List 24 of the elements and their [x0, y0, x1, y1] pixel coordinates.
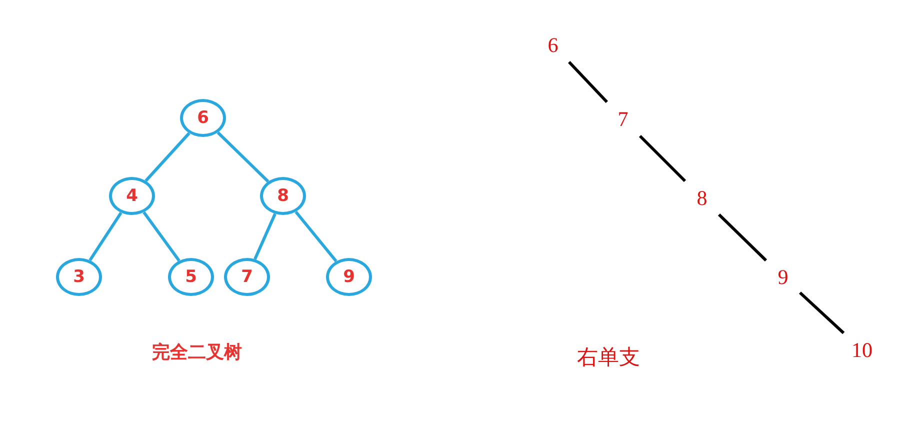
diagram-caption: 右单支 — [577, 344, 640, 371]
node-number: 10 — [842, 333, 882, 367]
connector-line — [798, 292, 845, 334]
connector-line — [144, 132, 190, 182]
connector-line — [216, 131, 270, 183]
tree-node-circle: 8 — [260, 177, 306, 215]
connector-line — [254, 213, 276, 260]
connector-line — [294, 210, 338, 262]
connector-line — [568, 60, 608, 104]
connector-line — [638, 134, 686, 182]
tree-node-circle: 5 — [168, 258, 214, 296]
node-number: 7 — [606, 102, 640, 136]
tree-node-circle: 4 — [109, 177, 155, 215]
node-number: 6 — [536, 28, 570, 62]
connector-line — [142, 211, 180, 262]
tree-node-circle: 9 — [326, 258, 372, 296]
connector-line — [88, 212, 122, 262]
diagram-caption: 完全二叉树 — [152, 341, 242, 364]
connector-line — [718, 214, 768, 262]
node-number: 9 — [766, 260, 800, 294]
tree-node-circle: 6 — [180, 99, 226, 137]
tree-node-circle: 7 — [224, 258, 270, 296]
node-number: 8 — [685, 181, 719, 215]
tree-node-circle: 3 — [56, 258, 102, 296]
